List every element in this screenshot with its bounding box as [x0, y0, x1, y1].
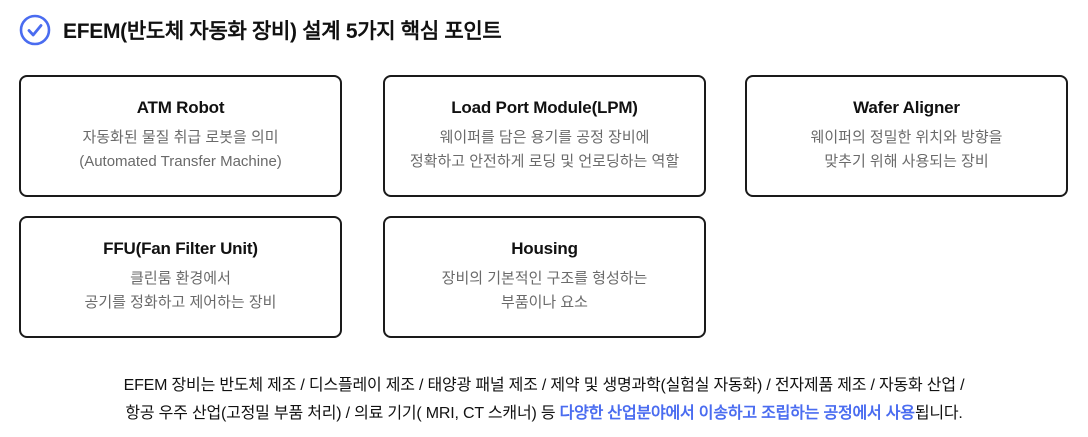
- summary-highlight: 다양한 산업분야에서 이송하고 조립하는 공정에서 사용: [559, 405, 915, 422]
- summary-line-1: EFEM 장비는 반도체 제조 / 디스플레이 제조 / 태양광 패널 제조 /…: [123, 377, 965, 394]
- card-description-line: 웨이퍼를 담은 용기를 공정 장비에: [439, 129, 650, 146]
- summary-paragraph: EFEM 장비는 반도체 제조 / 디스플레이 제조 / 태양광 패널 제조 /…: [0, 372, 1088, 428]
- card-ffu: FFU(Fan Filter Unit) 클린룸 환경에서 공기를 정화하고 제…: [19, 216, 342, 338]
- summary-text: 됩니다.: [914, 405, 963, 422]
- card-title: Wafer Aligner: [853, 98, 960, 117]
- card-description-line: 웨이퍼의 정밀한 위치와 방향을: [810, 129, 1003, 146]
- card-housing: Housing 장비의 기본적인 구조를 형성하는 부품이나 요소: [383, 216, 706, 338]
- card-title: Housing: [511, 239, 578, 258]
- card-title: ATM Robot: [136, 98, 225, 117]
- card-description-line: 부품이나 요소: [501, 294, 588, 311]
- summary-text: 항공 우주 산업(고정밀 부품 처리) / 의료 기기( MRI, CT 스캐너…: [125, 405, 560, 422]
- summary-line-2: 항공 우주 산업(고정밀 부품 처리) / 의료 기기( MRI, CT 스캐너…: [0, 400, 1088, 428]
- card-description-line: 자동화된 물질 취급 로봇을 의미: [82, 129, 279, 146]
- card-title: FFU(Fan Filter Unit): [103, 239, 258, 258]
- card-load-port-module: Load Port Module(LPM) 웨이퍼를 담은 용기를 공정 장비에…: [383, 75, 706, 197]
- check-circle-icon: [19, 14, 51, 46]
- card-description-line: 공기를 정화하고 제어하는 장비: [84, 294, 277, 311]
- card-description-line: (Automated Transfer Machine): [79, 153, 282, 170]
- card-description-line: 클린룸 환경에서: [130, 270, 231, 287]
- card-description-line: 정확하고 안전하게 로딩 및 언로딩하는 역할: [409, 153, 680, 170]
- card-description-line: 장비의 기본적인 구조를 형성하는: [441, 270, 648, 287]
- card-atm-robot: ATM Robot 자동화된 물질 취급 로봇을 의미 (Automated T…: [19, 75, 342, 197]
- page-title: EFEM(반도체 자동화 장비) 설계 5가지 핵심 포인트: [63, 20, 502, 43]
- page-header: EFEM(반도체 자동화 장비) 설계 5가지 핵심 포인트: [19, 13, 502, 47]
- card-description-line: 맞추기 위해 사용되는 장비: [824, 153, 989, 170]
- card-wafer-aligner: Wafer Aligner 웨이퍼의 정밀한 위치와 방향을 맞추기 위해 사용…: [745, 75, 1068, 197]
- card-title: Load Port Module(LPM): [451, 98, 638, 117]
